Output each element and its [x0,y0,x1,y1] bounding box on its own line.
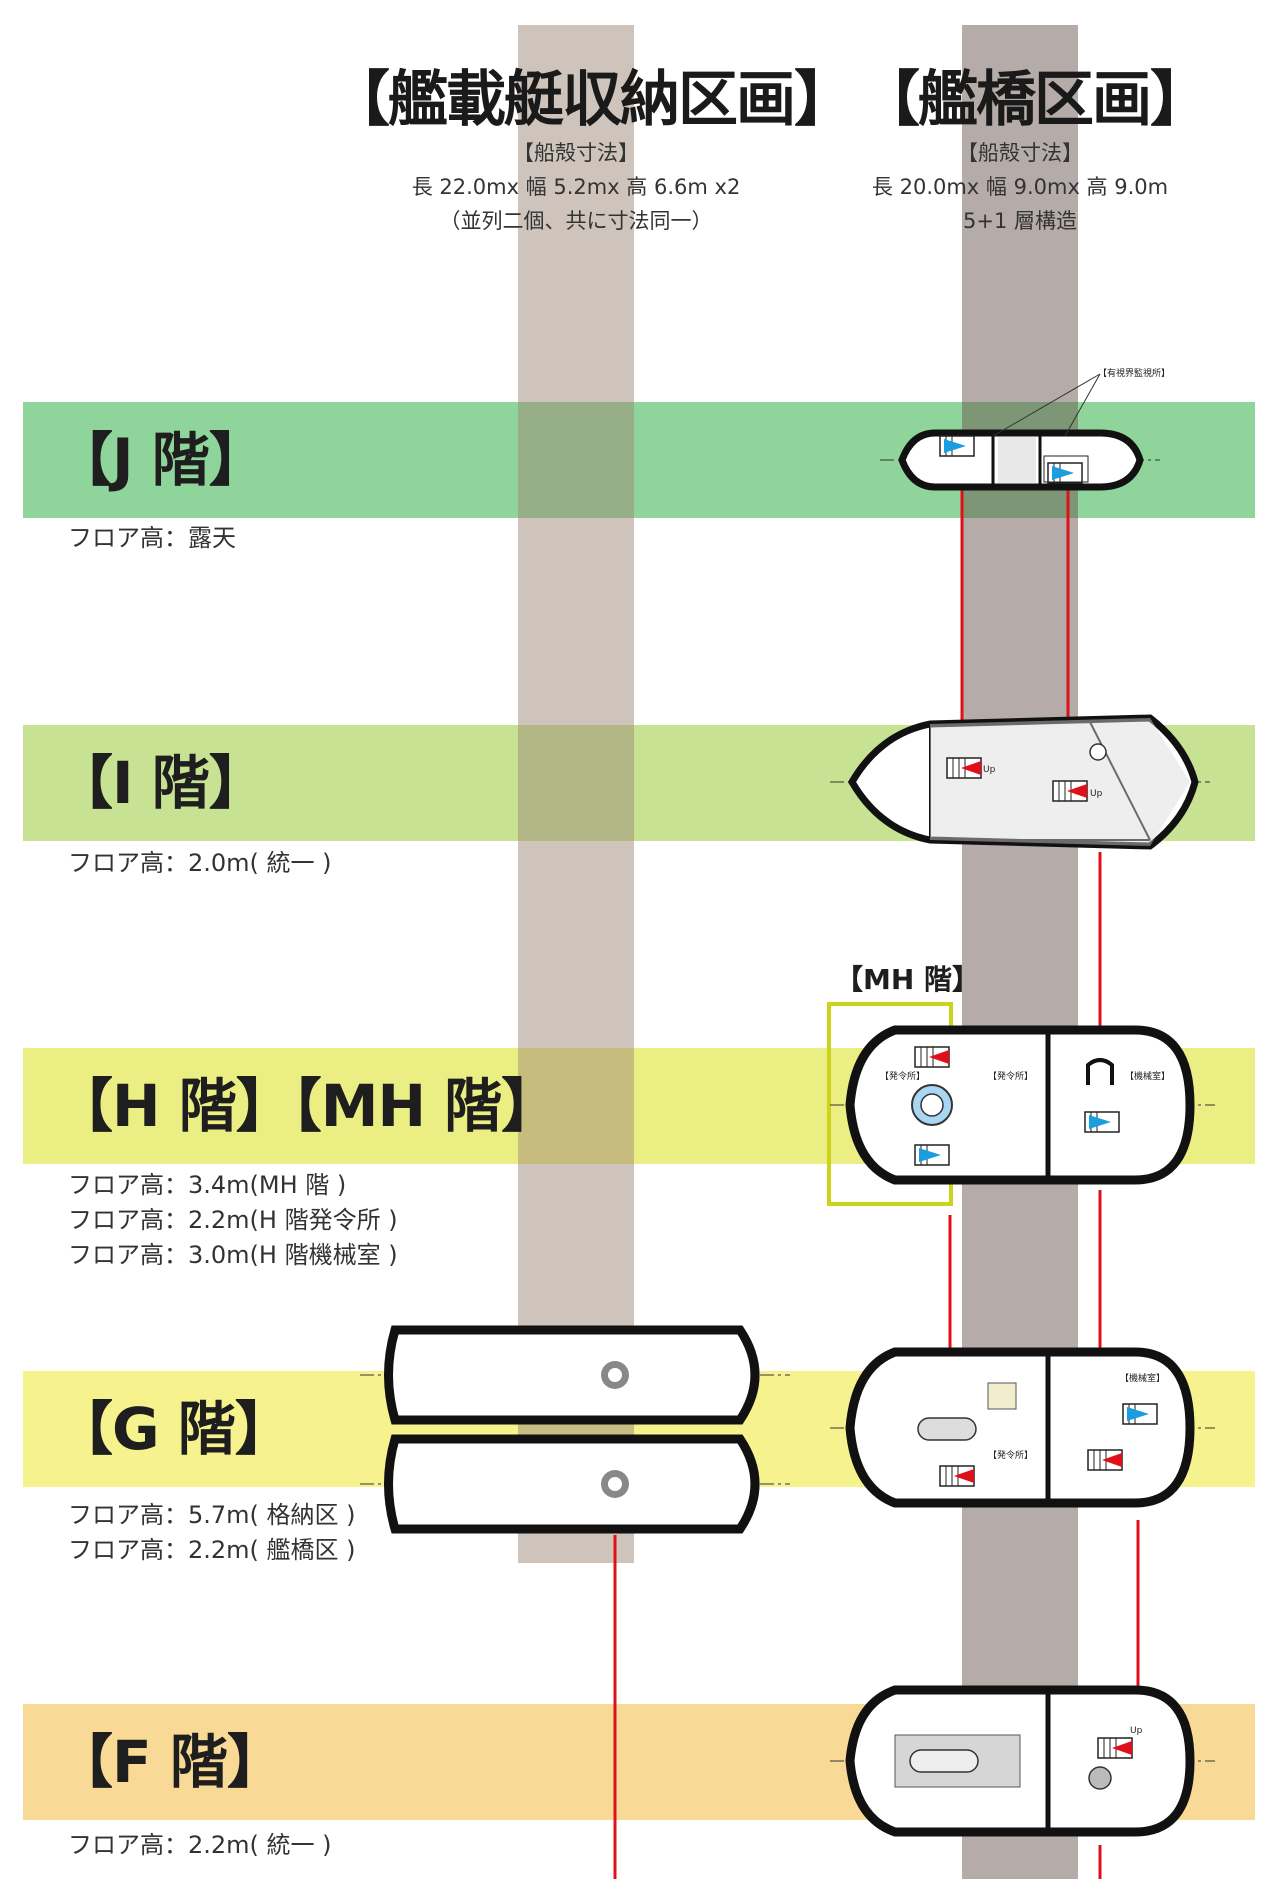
floor-height-text: フロア高：3.0m(H 階機械室 ) [68,1241,398,1269]
storage-title: 【艦載艇収納区画】 [330,65,854,135]
bridge-dimensions: 長 20.0mx 幅 9.0mx 高 9.0m [871,175,1169,199]
bridge-header: 【艦橋区画】 【船殻寸法】 長 20.0mx 幅 9.0mx 高 9.0m 5+… [860,64,1210,238]
storage-note: （並列二個、共に寸法同一） [439,209,713,233]
floor-heights-g: フロア高：5.7m( 格納区 ) フロア高：2.2m( 艦橋区 ) [68,1498,356,1568]
floor-heights-j: フロア高：露天 [68,521,236,556]
floor-heights-i: フロア高：2.0m( 統一 ) [68,846,332,881]
floor-height-text: フロア高：2.2m( 統一 ) [68,1831,332,1859]
mh-floor-label: 【MH 階】 [835,963,981,996]
bridge-note: 5+1 層構造 [963,209,1077,233]
floor-label-i: 【I 階】 [55,749,267,817]
floor-label-g: 【G 階】 [55,1395,293,1463]
floor-height-text: フロア高：2.2m(H 階発令所 ) [68,1206,398,1234]
floor-height-text: フロア高：5.7m( 格納区 ) [68,1501,356,1529]
storage-section-column [518,25,634,1563]
bridge-title: 【艦橋区画】 [860,65,1210,135]
storage-dimensions: 長 22.0mx 幅 5.2mx 高 6.6m x2 [411,175,741,199]
floor-label-j: 【J 階】 [55,426,267,494]
lookout-label: 【有視界監視所】 [1098,367,1170,379]
bridge-hull-label: 【船殻寸法】 [957,141,1083,165]
floor-height-text: フロア高：3.4m(MH 階 ) [68,1171,347,1199]
floor-height-text: フロア高：2.2m( 艦橋区 ) [68,1536,356,1564]
floor-height-text: フロア高：2.0m( 統一 ) [68,849,332,877]
floor-label-h: 【H 階】【MH 階】 [55,1072,559,1140]
bridge-section-column [962,25,1078,1879]
floor-height-text: フロア高：露天 [68,524,236,552]
floor-heights-h: フロア高：3.4m(MH 階 ) フロア高：2.2m(H 階発令所 ) フロア高… [68,1168,398,1273]
floor-heights-f: フロア高：2.2m( 統一 ) [68,1828,332,1863]
storage-hull-label: 【船殻寸法】 [513,141,639,165]
storage-header: 【艦載艇収納区画】 【船殻寸法】 長 22.0mx 幅 5.2mx 高 6.6m… [330,64,854,238]
floor-label-f: 【F 階】 [55,1728,285,1796]
